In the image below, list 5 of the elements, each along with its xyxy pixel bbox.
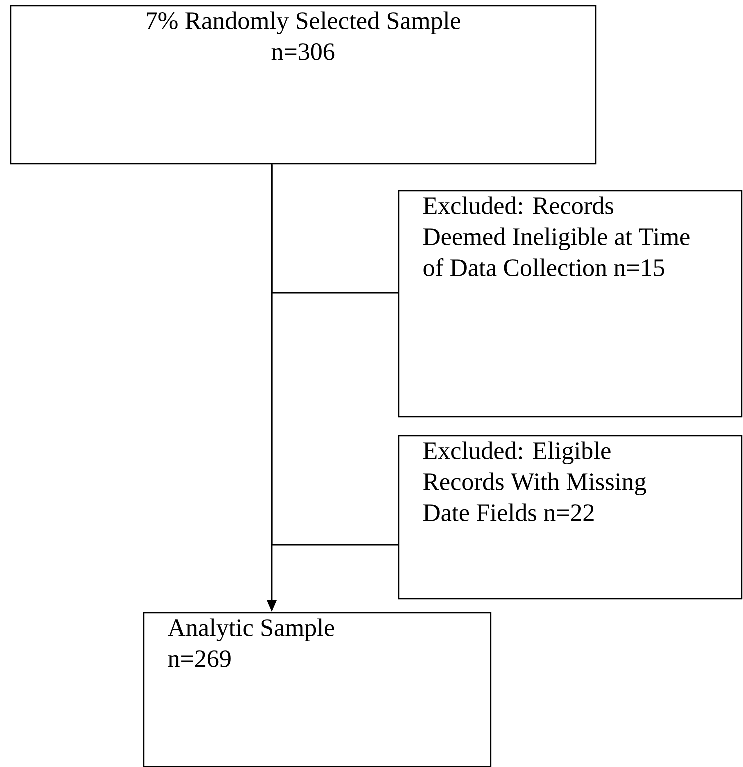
box: 7% Randomly Selected Sample n=306: [10, 5, 597, 165]
box: Analytic Sample n=269: [143, 612, 492, 767]
connector-line: [271, 164, 398, 546]
box: Excluded: Records Deemed Ineligible at Time of Data Collection n=15: [398, 190, 743, 418]
box: Excluded: Eligible Records With Missing Date Fields n=22: [398, 435, 743, 600]
